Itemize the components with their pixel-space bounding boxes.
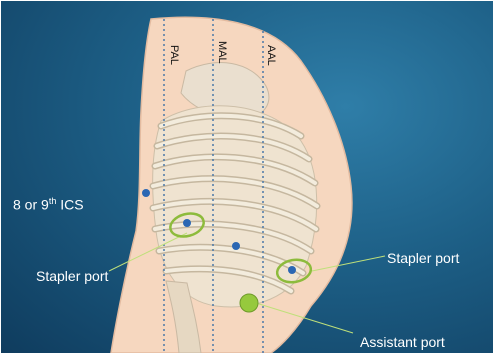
pal-label: PAL bbox=[168, 45, 180, 65]
port-dot-middle bbox=[232, 242, 240, 250]
port-dot-upper bbox=[142, 189, 150, 197]
port-dot-stapler-right bbox=[288, 266, 296, 274]
ics-label: 8 or 9th ICS bbox=[13, 193, 84, 213]
assistant-port-label: Assistant port bbox=[360, 334, 445, 350]
stapler-port-left-label: Stapler port bbox=[36, 268, 108, 284]
stapler-port-right-label: Stapler port bbox=[387, 250, 459, 266]
port-dot-stapler-left bbox=[183, 219, 191, 227]
aal-label: AAL bbox=[265, 45, 277, 66]
mal-label: MAL bbox=[216, 41, 228, 64]
assistant-port-dot bbox=[240, 294, 258, 312]
